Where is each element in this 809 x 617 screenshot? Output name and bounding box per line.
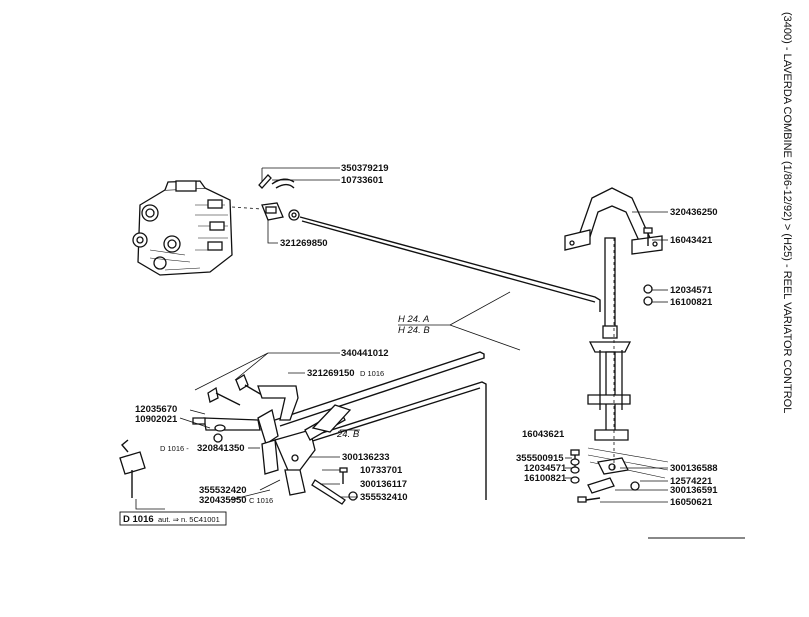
lever-assembly: [119, 374, 358, 505]
label-16043421: 16043421: [670, 235, 713, 246]
label-355500915: 355500915: [516, 453, 564, 464]
label-355532420: 355532420: [199, 485, 247, 496]
variator-column: [564, 187, 669, 479]
label-c1016: C 1016: [249, 496, 273, 505]
label-320841350: 320841350: [197, 443, 245, 454]
leader-lines: [135, 167, 668, 510]
lower-control-rod-b: [299, 381, 487, 500]
side-title: (3400) - LAVERDA COMBINE (1/86-12/92) > …: [781, 12, 793, 413]
footnote-box: D 1016 aut. ⇒ n. 5C41001: [119, 511, 227, 526]
label-d1016-b: D 1016 -: [160, 444, 189, 453]
footnote-text: aut. ⇒ n. 5C41001: [158, 515, 220, 524]
label-12034571-top: 12034571: [670, 285, 713, 296]
label-355532410: 355532410: [360, 492, 408, 503]
label-321269850: 321269850: [280, 238, 328, 249]
label-321269150: 321269150: [307, 368, 355, 379]
label-300136117: 300136117: [360, 479, 407, 490]
label-350379219: 350379219: [341, 163, 389, 174]
lower-control-rod-a: [274, 351, 485, 427]
label-16100821-top: 16100821: [670, 297, 713, 308]
label-d1016-a: D 1016: [360, 369, 384, 378]
label-320436250: 320436250: [670, 207, 718, 218]
upper-control-rod: [299, 216, 601, 312]
label-24b: 24. B: [336, 429, 360, 440]
label-12034571-bottom: 12034571: [524, 463, 567, 474]
label-h24a: H 24. A: [398, 314, 429, 325]
label-16050621: 16050621: [670, 497, 713, 508]
label-10733701: 10733701: [360, 465, 403, 476]
label-16043621: 16043621: [522, 429, 565, 440]
clevis-group: [258, 174, 300, 221]
label-340441012: 340441012: [341, 348, 389, 359]
label-h24b: H 24. B: [398, 325, 430, 336]
hydraulic-valve-block: [132, 180, 233, 276]
part-labels: 350379219 10733601 321269850 320436250 1…: [135, 163, 718, 508]
label-10902021: 10902021: [135, 414, 178, 425]
label-12035670: 12035670: [135, 404, 177, 415]
label-10733601: 10733601: [341, 175, 384, 186]
label-300136588: 300136588: [670, 463, 718, 474]
label-12574221: 12574221: [670, 476, 713, 487]
label-300136591: 300136591: [670, 485, 718, 496]
label-320435950: 320435950: [199, 495, 247, 506]
label-16100821-bottom: 16100821: [524, 473, 567, 484]
label-300136233: 300136233: [342, 452, 390, 463]
column-hardware: [570, 227, 653, 503]
footnote-model: D 1016: [123, 514, 154, 525]
